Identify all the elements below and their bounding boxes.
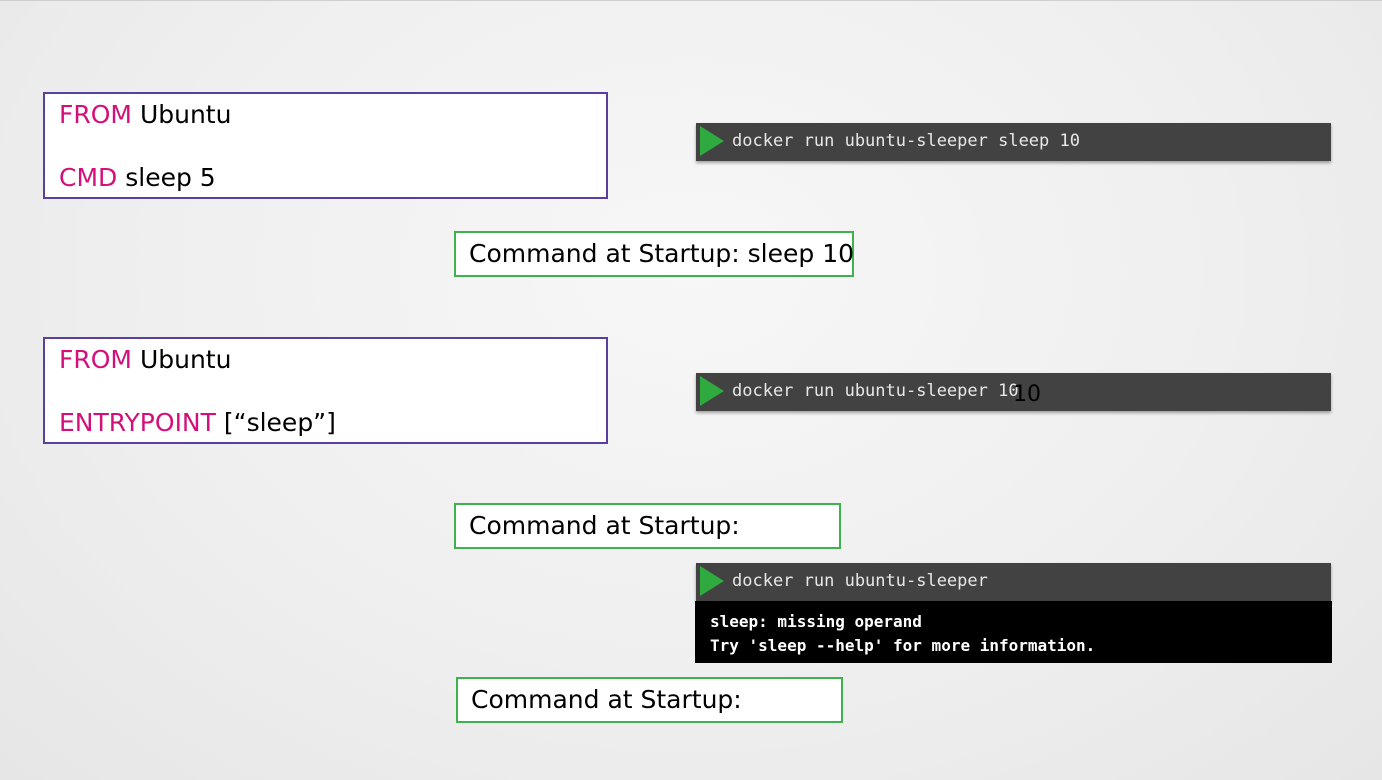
terminal-command-bar: docker run ubuntu-sleeper sleep 10: [696, 123, 1331, 161]
keyword: FROM: [59, 345, 132, 374]
value: sleep 5: [125, 163, 216, 192]
startup-text: Command at Startup:: [469, 511, 740, 540]
terminal-output: sleep: missing operand Try 'sleep --help…: [695, 601, 1332, 663]
startup-command-box: Command at Startup:: [456, 677, 843, 723]
argument-overlay: 10: [1013, 382, 1041, 407]
play-icon: [700, 376, 724, 406]
value: Ubuntu: [139, 345, 232, 374]
startup-text: Command at Startup:: [471, 685, 742, 714]
value: [“sleep”]: [223, 408, 336, 437]
startup-command-box: Command at Startup: sleep 10: [454, 231, 854, 277]
output-line: sleep: missing operand: [710, 612, 922, 631]
terminal-command-bar: docker run ubuntu-sleeper: [696, 563, 1331, 601]
dockerfile-line-cmd: CMD sleep 5: [59, 163, 216, 192]
output-line: Try 'sleep --help' for more information.: [710, 636, 1096, 655]
keyword: CMD: [59, 163, 118, 192]
startup-command-box: Command at Startup:: [454, 503, 841, 549]
terminal-command: docker run ubuntu-sleeper: [732, 571, 988, 591]
terminal-command: docker run ubuntu-sleeper 10: [732, 381, 1019, 401]
dockerfile-box-entrypoint: FROM Ubuntu ENTRYPOINT [“sleep”]: [43, 337, 608, 444]
dockerfile-box-cmd: FROM Ubuntu CMD sleep 5: [43, 92, 608, 199]
play-icon: [700, 566, 724, 596]
terminal-command: docker run ubuntu-sleeper sleep 10: [732, 131, 1080, 151]
dockerfile-line-from: FROM Ubuntu: [59, 345, 231, 374]
value: Ubuntu: [139, 100, 232, 129]
dockerfile-line-entrypoint: ENTRYPOINT [“sleep”]: [59, 408, 336, 437]
play-icon: [700, 126, 724, 156]
startup-text: Command at Startup: sleep 10: [469, 239, 855, 268]
dockerfile-line-from: FROM Ubuntu: [59, 100, 231, 129]
keyword: ENTRYPOINT: [59, 408, 216, 437]
terminal-command-bar: docker run ubuntu-sleeper 10: [696, 373, 1331, 411]
keyword: FROM: [59, 100, 132, 129]
